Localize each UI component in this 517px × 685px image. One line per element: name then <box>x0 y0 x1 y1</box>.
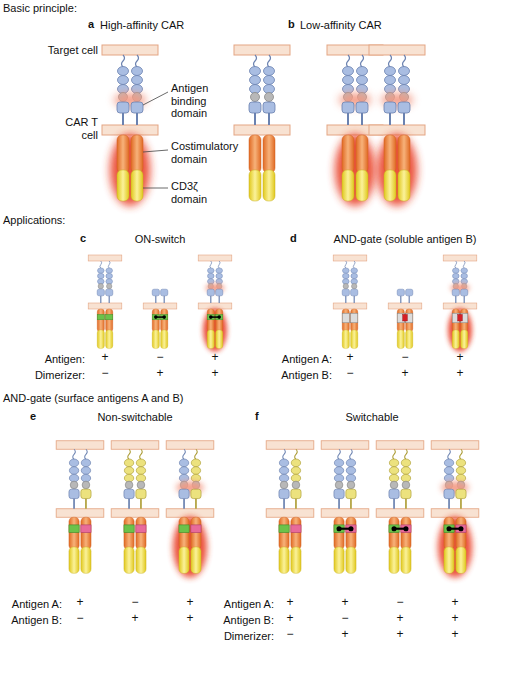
condition-sign: − <box>286 628 293 642</box>
annotation: Antigen A: <box>224 598 274 611</box>
section-heading: Basic principle: <box>3 2 77 15</box>
condition-sign: + <box>211 367 218 381</box>
condition-sign: + <box>286 612 293 626</box>
condition-sign: + <box>101 351 108 365</box>
condition-sign: + <box>396 612 403 626</box>
panel-letter: c <box>80 232 86 245</box>
condition-sign: + <box>186 596 193 610</box>
condition-sign: + <box>346 351 353 365</box>
annotation: Antigen B: <box>223 614 274 627</box>
condition-sign: − <box>101 367 108 381</box>
annotation: Antigen: <box>45 353 85 366</box>
condition-sign: + <box>456 351 463 365</box>
condition-sign: + <box>341 596 348 610</box>
annotation: Dimerizer: <box>224 630 274 643</box>
annotation: Antigen B: <box>281 369 332 382</box>
panel-title: Non-switchable <box>97 411 172 424</box>
panel-b-art <box>234 45 425 206</box>
panel-a-art <box>102 45 168 206</box>
condition-sign: − <box>76 612 83 626</box>
panel-c-art <box>88 255 232 352</box>
annotation: CAR T cell <box>56 116 98 141</box>
panel-title: High-affinity CAR <box>100 19 184 32</box>
condition-sign: + <box>401 367 408 381</box>
condition-sign: + <box>456 367 463 381</box>
annotation: Antigen B: <box>11 614 62 627</box>
panel-title: Low-affinity CAR <box>300 19 382 32</box>
annotation: Dimerizer: <box>35 369 85 382</box>
annotation: Target cell <box>48 44 98 57</box>
condition-sign: − <box>156 351 163 365</box>
condition-sign: − <box>401 351 408 365</box>
panel-title: AND-gate (soluble antigen B) <box>333 233 476 246</box>
panel-d-art <box>333 255 477 352</box>
condition-sign: + <box>131 612 138 626</box>
condition-sign: + <box>341 628 348 642</box>
condition-sign: + <box>186 612 193 626</box>
condition-sign: + <box>156 367 163 381</box>
annotation: Antigen A: <box>282 353 332 366</box>
condition-sign: + <box>286 596 293 610</box>
condition-sign: − <box>341 612 348 626</box>
section-heading: AND-gate (surface antigens A and B) <box>3 392 183 405</box>
panel-letter: a <box>88 18 94 31</box>
condition-sign: − <box>131 596 138 610</box>
condition-sign: + <box>211 351 218 365</box>
annotation: Costimulatory domain <box>171 140 249 165</box>
annotation: Antigen binding domain <box>171 82 243 120</box>
panel-letter: e <box>30 410 36 423</box>
condition-sign: + <box>396 628 403 642</box>
panel-e-art <box>56 441 214 578</box>
panel-letter: b <box>288 18 295 31</box>
condition-sign: − <box>396 596 403 610</box>
condition-sign: − <box>346 367 353 381</box>
panel-letter: f <box>255 410 259 423</box>
annotation: Antigen A: <box>12 598 62 611</box>
section-heading: Applications: <box>3 214 65 227</box>
panel-f-art <box>266 441 479 578</box>
annotation: CD3ζ domain <box>171 180 223 205</box>
panel-title: ON-switch <box>135 233 186 246</box>
condition-sign: + <box>451 612 458 626</box>
condition-sign: + <box>76 596 83 610</box>
panel-letter: d <box>290 232 297 245</box>
condition-sign: + <box>451 596 458 610</box>
condition-sign: + <box>451 628 458 642</box>
panel-title: Switchable <box>345 411 398 424</box>
